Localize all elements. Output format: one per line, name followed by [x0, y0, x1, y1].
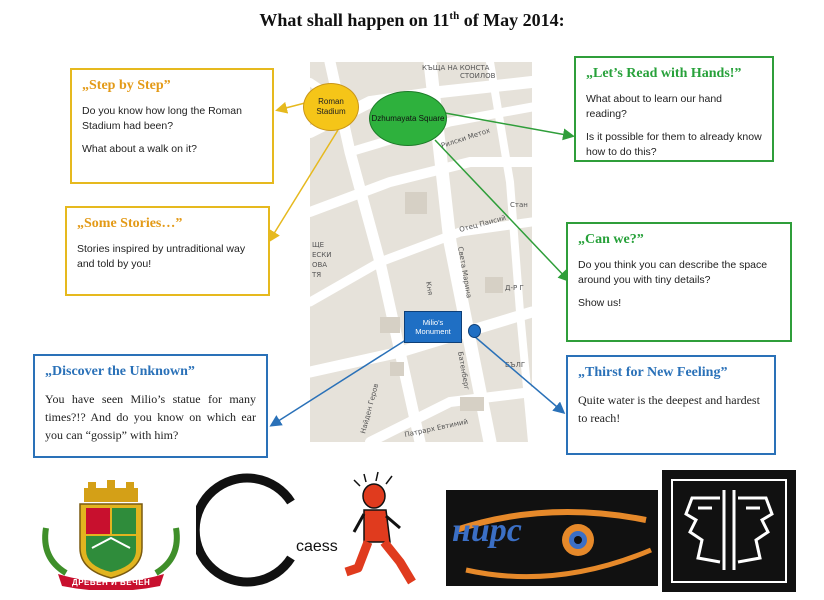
caess-logo: [196, 473, 295, 587]
water-point-marker: [468, 324, 481, 338]
street-label: СТОИЛОВ: [460, 72, 496, 80]
box-text: Do you think you can describe the space …: [578, 259, 768, 286]
step-by-step-box: „Step by Step” Do you know how long the …: [70, 68, 274, 184]
street-label: ТЯ: [311, 271, 321, 279]
box-text: What about to learn our hand reading?: [586, 93, 723, 120]
can-we-box: „Can we?” Do you think you can describe …: [566, 222, 792, 342]
roman-stadium-marker: Roman Stadium: [303, 83, 359, 131]
nirs-logo-text: нирс: [452, 512, 522, 549]
plovdiv-crest-logo: [42, 480, 180, 590]
caess-logo-text: caess: [296, 538, 338, 555]
nirs-logo: [446, 490, 658, 586]
street-label: ЕСКИ: [312, 251, 332, 259]
page-title: What shall happen on 11th of May 2014:: [259, 10, 565, 30]
box-text: You have seen Milio’s statue for many ti…: [45, 392, 256, 442]
street-label: ОВА: [312, 261, 327, 269]
box-text: Show us!: [578, 297, 622, 309]
running-figure-logo: [344, 471, 416, 585]
box-text: Quite water is the deepest and hardest t…: [578, 393, 760, 425]
some-stories-box: „Some Stories…” Stories inspired by untr…: [65, 206, 270, 296]
box-title: „Can we?”: [578, 232, 644, 247]
street-label: Найден Геров: [359, 383, 380, 435]
box-text: What about a walk on it?: [82, 143, 197, 155]
box-text: Is it possible for them to already know …: [586, 131, 762, 158]
street-label: БЪЛГ: [505, 361, 525, 369]
read-with-hands-box: „Let’s Read with Hands!” What about to l…: [574, 56, 774, 162]
crest-ribbon-text: ДРЕВЕН И ВЕЧЕН: [72, 578, 151, 587]
dzhumayata-square-marker: Dzhumayata Square: [369, 91, 447, 146]
profiles-logo: [662, 470, 796, 592]
discover-unknown-box: „Discover the Unknown” You have seen Mil…: [33, 354, 268, 458]
box-title: „Thirst for New Feeling”: [578, 365, 728, 380]
box-title: „Discover the Unknown”: [45, 364, 195, 379]
street-label: Стан: [510, 201, 528, 209]
street-label: ЩЕ: [312, 241, 324, 249]
box-title: „Some Stories…”: [77, 216, 183, 231]
street-label: Кня: [424, 281, 434, 296]
thirst-new-feeling-box: „Thirst for New Feeling” Quite water is …: [566, 355, 776, 455]
box-title: „Step by Step”: [82, 78, 171, 93]
milios-monument-marker: Milio's Monument: [404, 311, 462, 343]
street-label: Д-Р Г: [505, 284, 524, 292]
street-label: КЪЩА НА КОНСТА: [422, 64, 490, 72]
box-text: Stories inspired by untraditional way an…: [77, 243, 246, 270]
box-text: Do you know how long the Roman Stadium h…: [82, 105, 242, 132]
box-title: „Let’s Read with Hands!”: [586, 66, 742, 81]
street-label: Рилски Метох: [440, 127, 491, 150]
